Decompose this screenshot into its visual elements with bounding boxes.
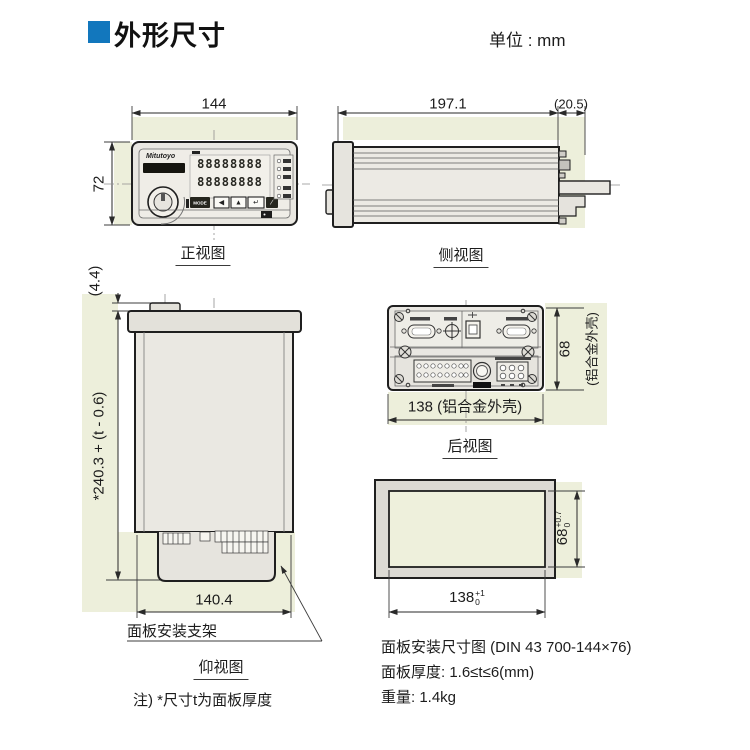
cutout-height-dim: 68 +0.7 0 — [553, 511, 572, 546]
cutout-opening — [388, 490, 546, 568]
terminal-cover-tab — [558, 180, 611, 195]
rear-view-drawing — [387, 300, 607, 432]
weight-spec: 重量: 1.4kg — [381, 689, 457, 706]
power-connector — [472, 361, 492, 388]
front-buttons — [190, 196, 278, 209]
bottom-body — [134, 331, 294, 533]
cutout-width-value: 138 — [449, 589, 475, 607]
round-connector — [147, 186, 189, 225]
total-depth-dim: *240.3 + (t - 0.6) — [90, 391, 108, 501]
cutout-width-tol-lower: 0 — [475, 596, 480, 607]
cutout-height-value: 68 — [554, 528, 572, 546]
up-arrow-button-icon: ▲ — [235, 199, 242, 207]
display-row-2: 88888888 — [197, 175, 263, 189]
display-row-1: 88888888 — [197, 157, 263, 171]
cutout-height-tol-lower: 0 — [561, 522, 572, 528]
panel-thickness-spec: 面板厚度: 1.6≤t≤6(mm) — [381, 664, 535, 681]
power-terminal-block — [495, 357, 531, 386]
left-arrow-button-icon: ◀ — [218, 199, 225, 207]
corner-screws — [394, 308, 537, 388]
bottom-view-drawing — [82, 293, 323, 642]
main-display — [189, 154, 271, 199]
rear-protrusions — [558, 150, 611, 225]
led-indicator-column — [273, 154, 294, 200]
panel-cutout-drawing — [374, 479, 585, 618]
usb-port — [465, 312, 481, 339]
service-port — [261, 211, 272, 218]
usb-icon — [468, 312, 477, 318]
bracket-label: 面板安装支架 — [127, 623, 218, 640]
bottom-front-bezel — [127, 310, 302, 333]
thickness-note: 注) *尺寸t为面板厚度 — [133, 692, 273, 709]
io-terminal-block — [413, 359, 472, 387]
front-view-drawing — [104, 106, 310, 240]
bump-height-dim: (4.4) — [86, 265, 104, 297]
body-ribs — [353, 152, 559, 217]
bottom-view-caption: 仰视图 — [193, 656, 249, 680]
page-title: 外形尺寸 — [114, 21, 226, 51]
side-depth-dim: 197.1 — [429, 95, 467, 113]
preset-button-icon: ∕ — [271, 199, 273, 207]
brand-logo: Mitutoyo — [146, 153, 176, 160]
cutout-width-dim: 138 +1 0 — [449, 587, 485, 607]
side-view-caption: 侧视图 — [433, 244, 489, 268]
side-protrusion-dim: (20.5) — [554, 96, 588, 112]
adjuster-screw — [443, 317, 461, 340]
dsub-connector-left — [401, 317, 442, 339]
rear-view-caption: 后视图 — [442, 435, 498, 459]
side-body — [352, 146, 560, 224]
title-bullet-square — [88, 21, 110, 43]
side-front-bezel — [332, 141, 354, 228]
rear-width-dim: 138 (铝合金外壳) — [407, 398, 523, 416]
enter-button-icon: ↵ — [253, 199, 259, 207]
mode-button-label: MODE — [193, 200, 207, 206]
side-view-drawing — [322, 106, 620, 228]
front-height-dim: 72 — [90, 175, 108, 193]
bottom-terminals — [162, 530, 269, 554]
dsub-connector-right — [496, 317, 537, 339]
unit-label: 单位 : mm — [489, 31, 566, 50]
front-view-caption: 正视图 — [175, 242, 231, 266]
cutout-caption: 面板安装尺寸图 (DIN 43 700-144×76) — [381, 639, 632, 656]
cutout-width-tol-upper: +1 — [475, 587, 485, 598]
rear-height-dim: 68 — [556, 340, 574, 358]
sub-display — [143, 163, 185, 173]
minus-indicator — [192, 151, 200, 154]
bracket-width-dim: 140.4 — [195, 591, 233, 609]
front-width-dim: 144 — [201, 95, 227, 113]
mounting-screws — [398, 345, 535, 359]
rear-height-note: (铝合金外壳) — [584, 312, 600, 386]
